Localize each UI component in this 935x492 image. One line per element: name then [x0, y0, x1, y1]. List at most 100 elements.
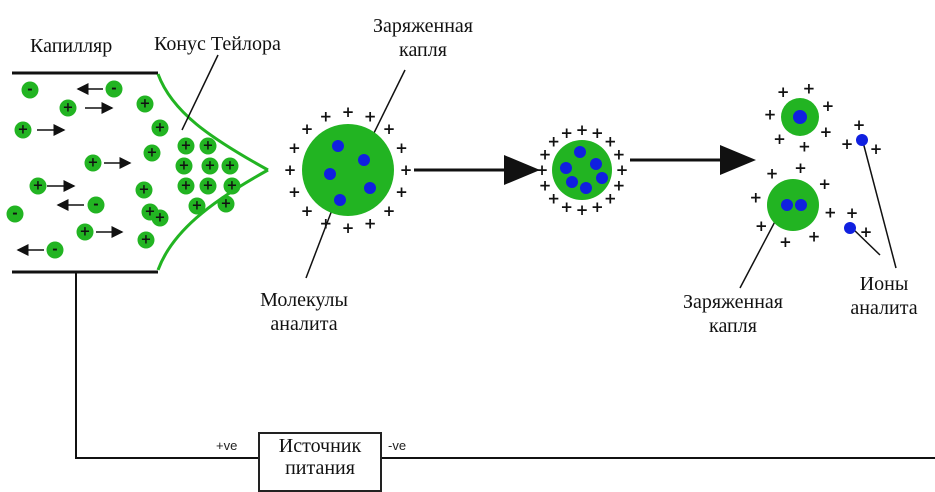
label-analyte-molecules: Молекулы аналита [244, 288, 364, 336]
positive-ion-sign: + [203, 179, 214, 194]
positive-ion-sign: + [63, 101, 74, 116]
droplet-charge-plus: + [777, 83, 790, 101]
ion-charge-plus: + [860, 223, 873, 241]
positive-ion-sign: + [181, 179, 192, 194]
droplet-charge-plus: + [824, 204, 837, 222]
droplet-charge-plus: + [779, 233, 792, 251]
droplet-charge-plus: + [400, 161, 413, 179]
positive-ion-sign: + [181, 139, 192, 154]
droplet-charge-plus: + [794, 159, 807, 177]
analyte-molecule [324, 168, 336, 180]
droplet-charge-plus: + [591, 124, 604, 142]
droplet-charge-plus: + [820, 123, 833, 141]
droplet-charge-plus: + [591, 198, 604, 216]
positive-ion-sign: + [155, 121, 166, 136]
analyte-molecule [332, 140, 344, 152]
analyte-molecule [795, 199, 807, 211]
analyte-molecule [793, 110, 807, 124]
droplet-charge-plus: + [798, 138, 811, 156]
droplet-charge-plus: + [539, 176, 552, 194]
droplet-charge-plus: + [818, 175, 831, 193]
droplet-charge-plus: + [301, 202, 314, 220]
label-analyte-ions: Ионы аналита [836, 272, 932, 320]
analyte-molecule [358, 154, 370, 166]
positive-ion-sign: + [147, 146, 158, 161]
label-charged-droplet-top: Заряженная капля [358, 14, 488, 62]
analyte-ion [856, 134, 868, 146]
label-analyte-molecules-line1: Молекулы [244, 288, 364, 312]
droplet-charge-plus: + [560, 198, 573, 216]
analyte-molecule [334, 194, 346, 206]
pointer-taylor-cone [182, 55, 218, 130]
label-taylor-cone: Конус Тейлора [154, 32, 281, 56]
negative-ion-sign: - [27, 83, 32, 98]
positive-ion-sign: + [205, 159, 216, 174]
label-charged-droplet-bottom: Заряженная капля [668, 290, 798, 338]
droplet-charge-plus: + [604, 189, 617, 207]
positive-ion-sign: + [139, 183, 150, 198]
droplet-charge-plus: + [766, 164, 779, 182]
positive-ion-sign: + [140, 97, 151, 112]
droplet-charge-plus: + [576, 121, 589, 139]
label-charged-droplet-top-line2: капля [358, 38, 488, 62]
power-supply-label: Источник питания [258, 435, 382, 478]
analyte-molecule [590, 158, 602, 170]
analyte-molecule [580, 182, 592, 194]
negative-ion-sign: - [52, 243, 57, 258]
label-capillary: Капилляр [30, 34, 112, 58]
power-supply-label-line2: питания [258, 457, 382, 478]
droplet-charge-plus: + [764, 106, 777, 124]
positive-ion-sign: + [227, 179, 238, 194]
positive-ion-sign: + [192, 199, 203, 214]
analyte-molecule [574, 146, 586, 158]
droplet-charge-plus: + [342, 103, 355, 121]
positive-ion-sign: + [88, 156, 99, 171]
droplet-charge-plus: + [808, 228, 821, 246]
droplet-charge-plus: + [395, 139, 408, 157]
positive-ion-sign: + [203, 139, 214, 154]
negative-ion-sign: - [12, 207, 17, 222]
droplet-charge-plus: + [288, 139, 301, 157]
droplet-charge-plus: + [395, 183, 408, 201]
positive-ion-sign: + [80, 225, 91, 240]
analyte-molecule [781, 199, 793, 211]
ion-charge-plus: + [853, 116, 866, 134]
positive-ion-sign: + [221, 197, 232, 212]
droplet-charge-plus: + [803, 79, 816, 97]
label-charged-droplet-bottom-line2: капля [668, 314, 798, 338]
positive-ion-sign: + [225, 159, 236, 174]
droplet-charge-plus: + [755, 217, 768, 235]
droplet-charge-plus: + [560, 124, 573, 142]
droplet-charge-plus: + [383, 202, 396, 220]
positive-ion-sign: + [155, 211, 166, 226]
label-analyte-molecules-line2: аналита [244, 312, 364, 336]
positive-ion-sign: + [179, 159, 190, 174]
droplet-charge-plus: + [773, 130, 786, 148]
droplet-charge-plus: + [284, 161, 297, 179]
electrospray-diagram: - - + + + + + + + + - + - + + + - + + + + + + + + + + + + + + + + + + + + + +… [0, 0, 935, 478]
negative-ion-sign: - [111, 82, 116, 97]
label-charged-droplet-top-line1: Заряженная [358, 14, 488, 38]
label-analyte-ions-line1: Ионы [836, 272, 932, 296]
circuit-wire-left [76, 272, 258, 458]
analyte-ion [844, 222, 856, 234]
droplet-charge-plus: + [320, 107, 333, 125]
power-negative-terminal: -ve [388, 438, 406, 453]
positive-ion-sign: + [33, 179, 44, 194]
droplet-charge-plus: + [288, 183, 301, 201]
analyte-molecule [560, 162, 572, 174]
negative-ion-sign: - [93, 198, 98, 213]
analyte-molecule [566, 176, 578, 188]
ion-charge-plus: + [846, 204, 859, 222]
analyte-molecule [596, 172, 608, 184]
ion-charge-plus: + [841, 135, 854, 153]
pointer-analyte-ion-1 [863, 142, 896, 268]
droplet-charge-plus: + [749, 188, 762, 206]
label-charged-droplet-bottom-line1: Заряженная [668, 290, 798, 314]
power-supply-label-line1: Источник [258, 435, 382, 457]
analyte-molecule [364, 182, 376, 194]
positive-ion-sign: + [18, 123, 29, 138]
droplet-charge-plus: + [576, 201, 589, 219]
droplet-charge-plus: + [383, 120, 396, 138]
power-positive-terminal: +ve [216, 438, 237, 453]
